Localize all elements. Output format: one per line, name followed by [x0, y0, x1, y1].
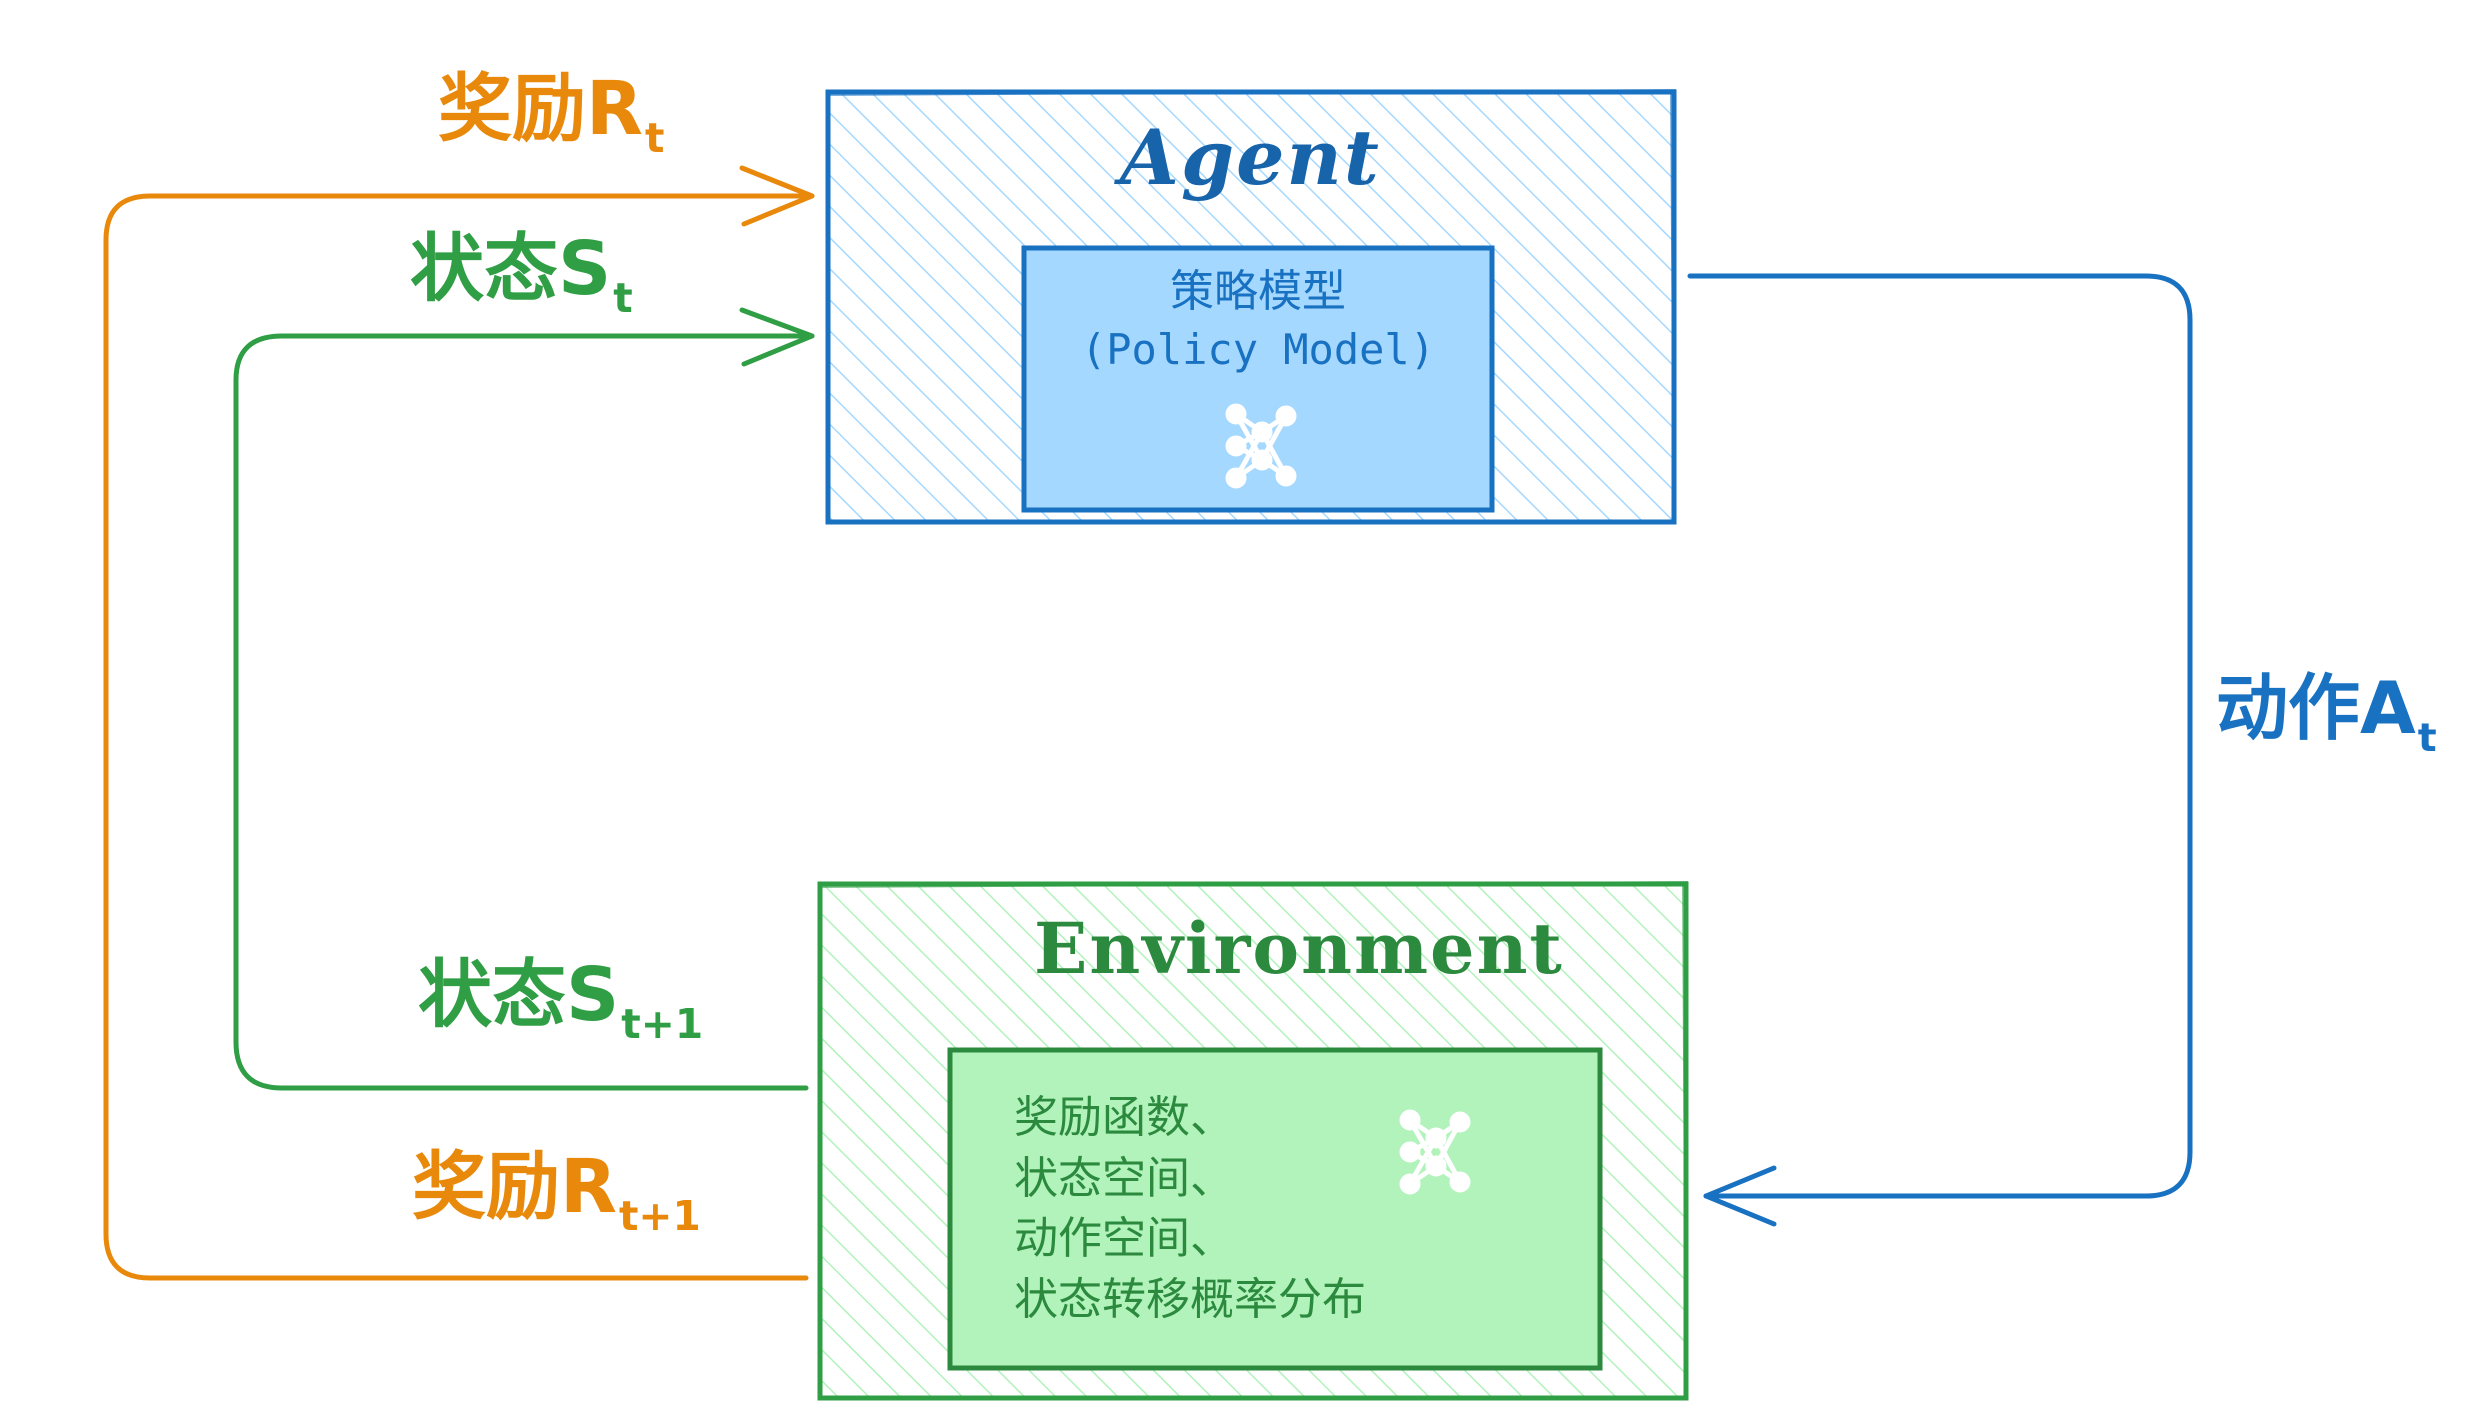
state-t-text: 状态S	[410, 226, 612, 312]
environment-item: 动作空间、	[1014, 1213, 1234, 1265]
state-t-label: 状态St	[410, 232, 633, 319]
state-t-subscript: t	[613, 274, 633, 323]
neural-network-icon	[1399, 1109, 1471, 1195]
action-t-subscript: t	[2417, 714, 2437, 761]
reward-t-text: 奖励R	[438, 66, 643, 152]
state-t1-label: 状态St+1	[418, 958, 703, 1045]
environment-item: 状态空间、	[1014, 1152, 1234, 1204]
action-t-text: 动作A	[2216, 666, 2416, 750]
environment-title: Environment	[1034, 907, 1564, 990]
policy-model-subtitle: (Policy Model)	[1080, 325, 1435, 374]
environment-item: 状态转移概率分布	[1014, 1274, 1366, 1326]
state-arrow	[233, 307, 815, 1091]
environment-item-list: 奖励函数、 状态空间、 动作空间、 状态转移概率分布	[1014, 1088, 1366, 1331]
reward-t1-label: 奖励Rt+1	[412, 1150, 701, 1237]
action-t-label: 动作At	[2216, 672, 2437, 758]
reward-t1-subscript: t+1	[618, 1192, 701, 1241]
reward-t-subscript: t	[644, 114, 665, 163]
reward-t1-text: 奖励R	[412, 1144, 617, 1230]
state-t1-subscript: t+1	[621, 1000, 704, 1049]
environment-details-box	[947, 1047, 1603, 1371]
policy-model-title: 策略模型	[1170, 266, 1346, 317]
action-arrow	[1687, 273, 2193, 1227]
state-t1-text: 状态S	[418, 952, 620, 1038]
reward-arrow	[103, 165, 815, 1281]
environment-item: 奖励函数、	[1014, 1092, 1234, 1143]
neural-network-icon	[1225, 403, 1297, 489]
reward-t-label: 奖励Rt	[438, 72, 664, 159]
agent-title: Agent	[1120, 113, 1381, 202]
